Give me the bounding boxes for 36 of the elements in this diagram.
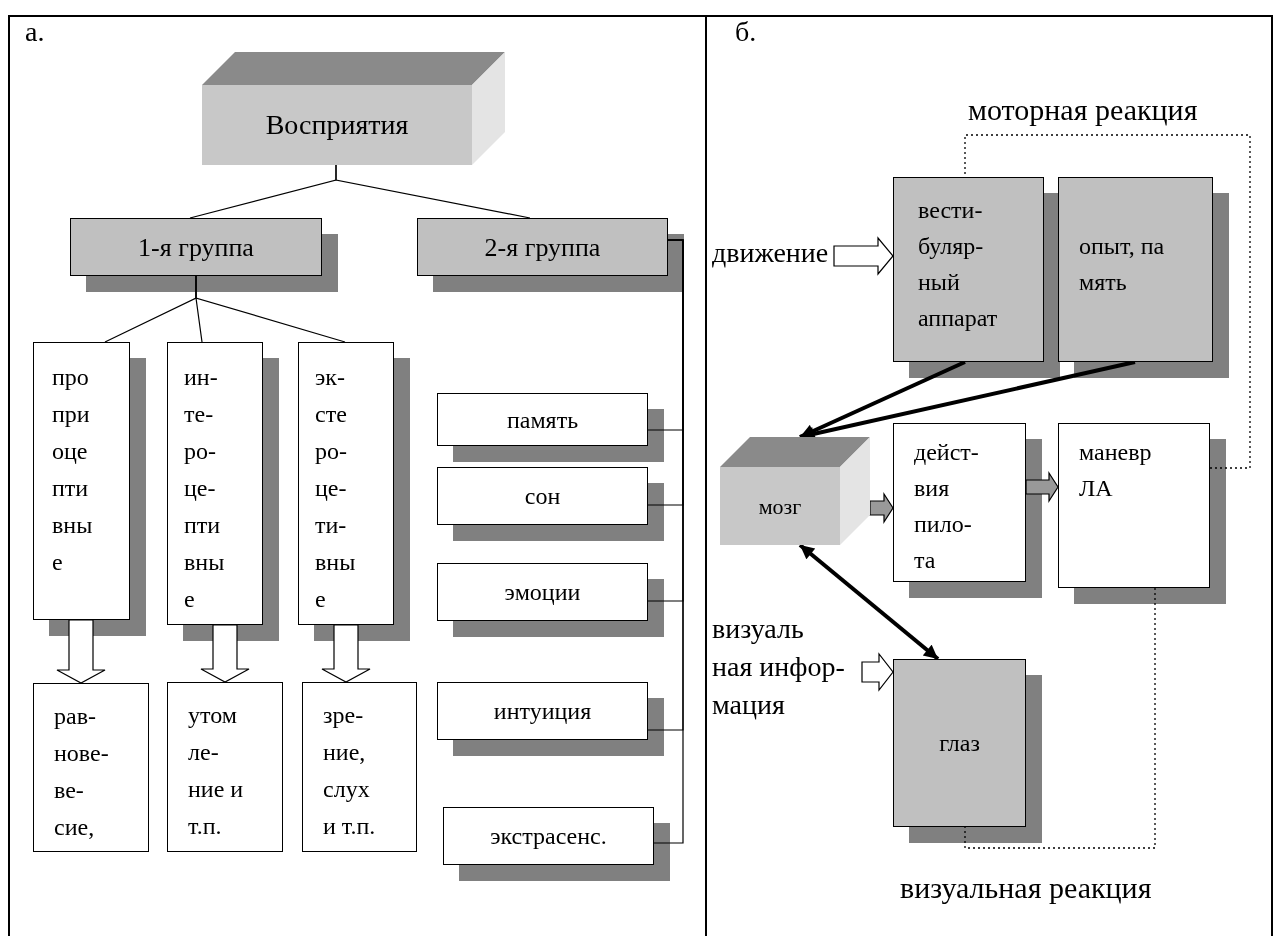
connector-line bbox=[195, 275, 346, 343]
dotted-connector bbox=[964, 587, 1156, 849]
process-box: глаз bbox=[893, 659, 1026, 827]
block-arrow bbox=[1025, 470, 1059, 504]
panel-letter: а. bbox=[25, 16, 45, 48]
process-box: опыт, па мять bbox=[1058, 177, 1213, 362]
block-arrow bbox=[200, 624, 250, 683]
input-label: визуаль ная инфор- мация bbox=[712, 610, 862, 726]
arrow bbox=[798, 543, 940, 661]
connector-line bbox=[653, 239, 684, 844]
item-box: память bbox=[437, 393, 648, 446]
category-box: ин- те- ро- це- пти вны е bbox=[167, 342, 263, 625]
block-arrow bbox=[56, 619, 106, 684]
process-box: вести- буляр- ный аппарат bbox=[893, 177, 1044, 362]
item-box: сон bbox=[437, 467, 648, 525]
block-arrow bbox=[861, 652, 894, 692]
block-arrow bbox=[869, 491, 894, 525]
block-arrow bbox=[833, 236, 894, 276]
result-box: зре- ние, слух и т.п. bbox=[302, 682, 417, 852]
process-box: дейст- вия пило- та bbox=[893, 423, 1026, 582]
block-arrow bbox=[321, 624, 371, 683]
item-box: интуиция bbox=[437, 682, 648, 740]
result-box: утом ле- ние и т.п. bbox=[167, 682, 283, 852]
dotted-connector bbox=[964, 134, 1251, 469]
input-label: движение bbox=[712, 236, 834, 270]
panel-letter: б. bbox=[735, 16, 757, 48]
group-box: 1-я группа bbox=[70, 218, 322, 276]
connector-line bbox=[335, 164, 531, 219]
item-box: экстрасенс. bbox=[443, 807, 654, 865]
group-box: 2-я группа bbox=[417, 218, 668, 276]
arrow bbox=[799, 360, 966, 439]
process-box: маневр ЛА bbox=[1058, 423, 1210, 588]
result-box: рав- нове- ве- сие, bbox=[33, 683, 149, 852]
item-box: эмоции bbox=[437, 563, 648, 621]
category-box: про при оце пти вны е bbox=[33, 342, 130, 620]
category-box: эк- сте ро- це- ти- вны е bbox=[298, 342, 394, 625]
